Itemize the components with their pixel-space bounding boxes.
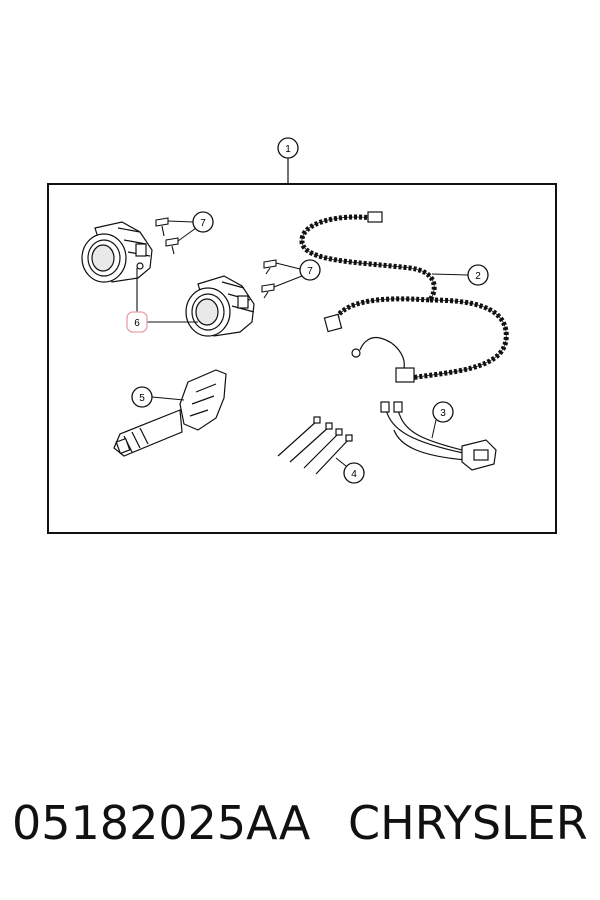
part-number: 05182025AA: [12, 796, 311, 850]
callout-6[interactable]: 6: [126, 311, 148, 333]
headlamp-switch[interactable]: [113, 369, 227, 457]
jumper-harness[interactable]: [380, 401, 497, 471]
footer: 05182025AA CHRYSLER: [0, 796, 600, 866]
callout-1[interactable]: 1: [277, 137, 299, 159]
callout-7-upper-label: 7: [200, 218, 206, 229]
callout-2[interactable]: 2: [467, 264, 489, 286]
fog-lamp-left[interactable]: [81, 221, 153, 283]
callout-6-label: 6: [134, 318, 140, 329]
callout-7-lower[interactable]: 7: [299, 259, 321, 281]
callout-4[interactable]: 4: [343, 462, 365, 484]
callout-3[interactable]: 3: [432, 401, 454, 423]
fog-lamp-right[interactable]: [185, 275, 255, 337]
wiring-harness[interactable]: [299, 211, 509, 383]
callout-7-lower-label: 7: [307, 266, 313, 277]
callout-4-label: 4: [351, 469, 357, 480]
callout-5-label: 5: [139, 393, 145, 404]
screws-lower[interactable]: [261, 259, 277, 299]
callout-2-label: 2: [475, 271, 481, 282]
callout-1-label: 1: [285, 144, 291, 155]
brand-name: CHRYSLER: [348, 796, 588, 850]
callout-7-upper[interactable]: 7: [192, 211, 214, 233]
screws-upper[interactable]: [155, 217, 179, 255]
callout-3-label: 3: [440, 408, 446, 419]
callout-5[interactable]: 5: [131, 386, 153, 408]
cable-ties[interactable]: [277, 416, 353, 475]
diagram-frame: [47, 183, 557, 534]
